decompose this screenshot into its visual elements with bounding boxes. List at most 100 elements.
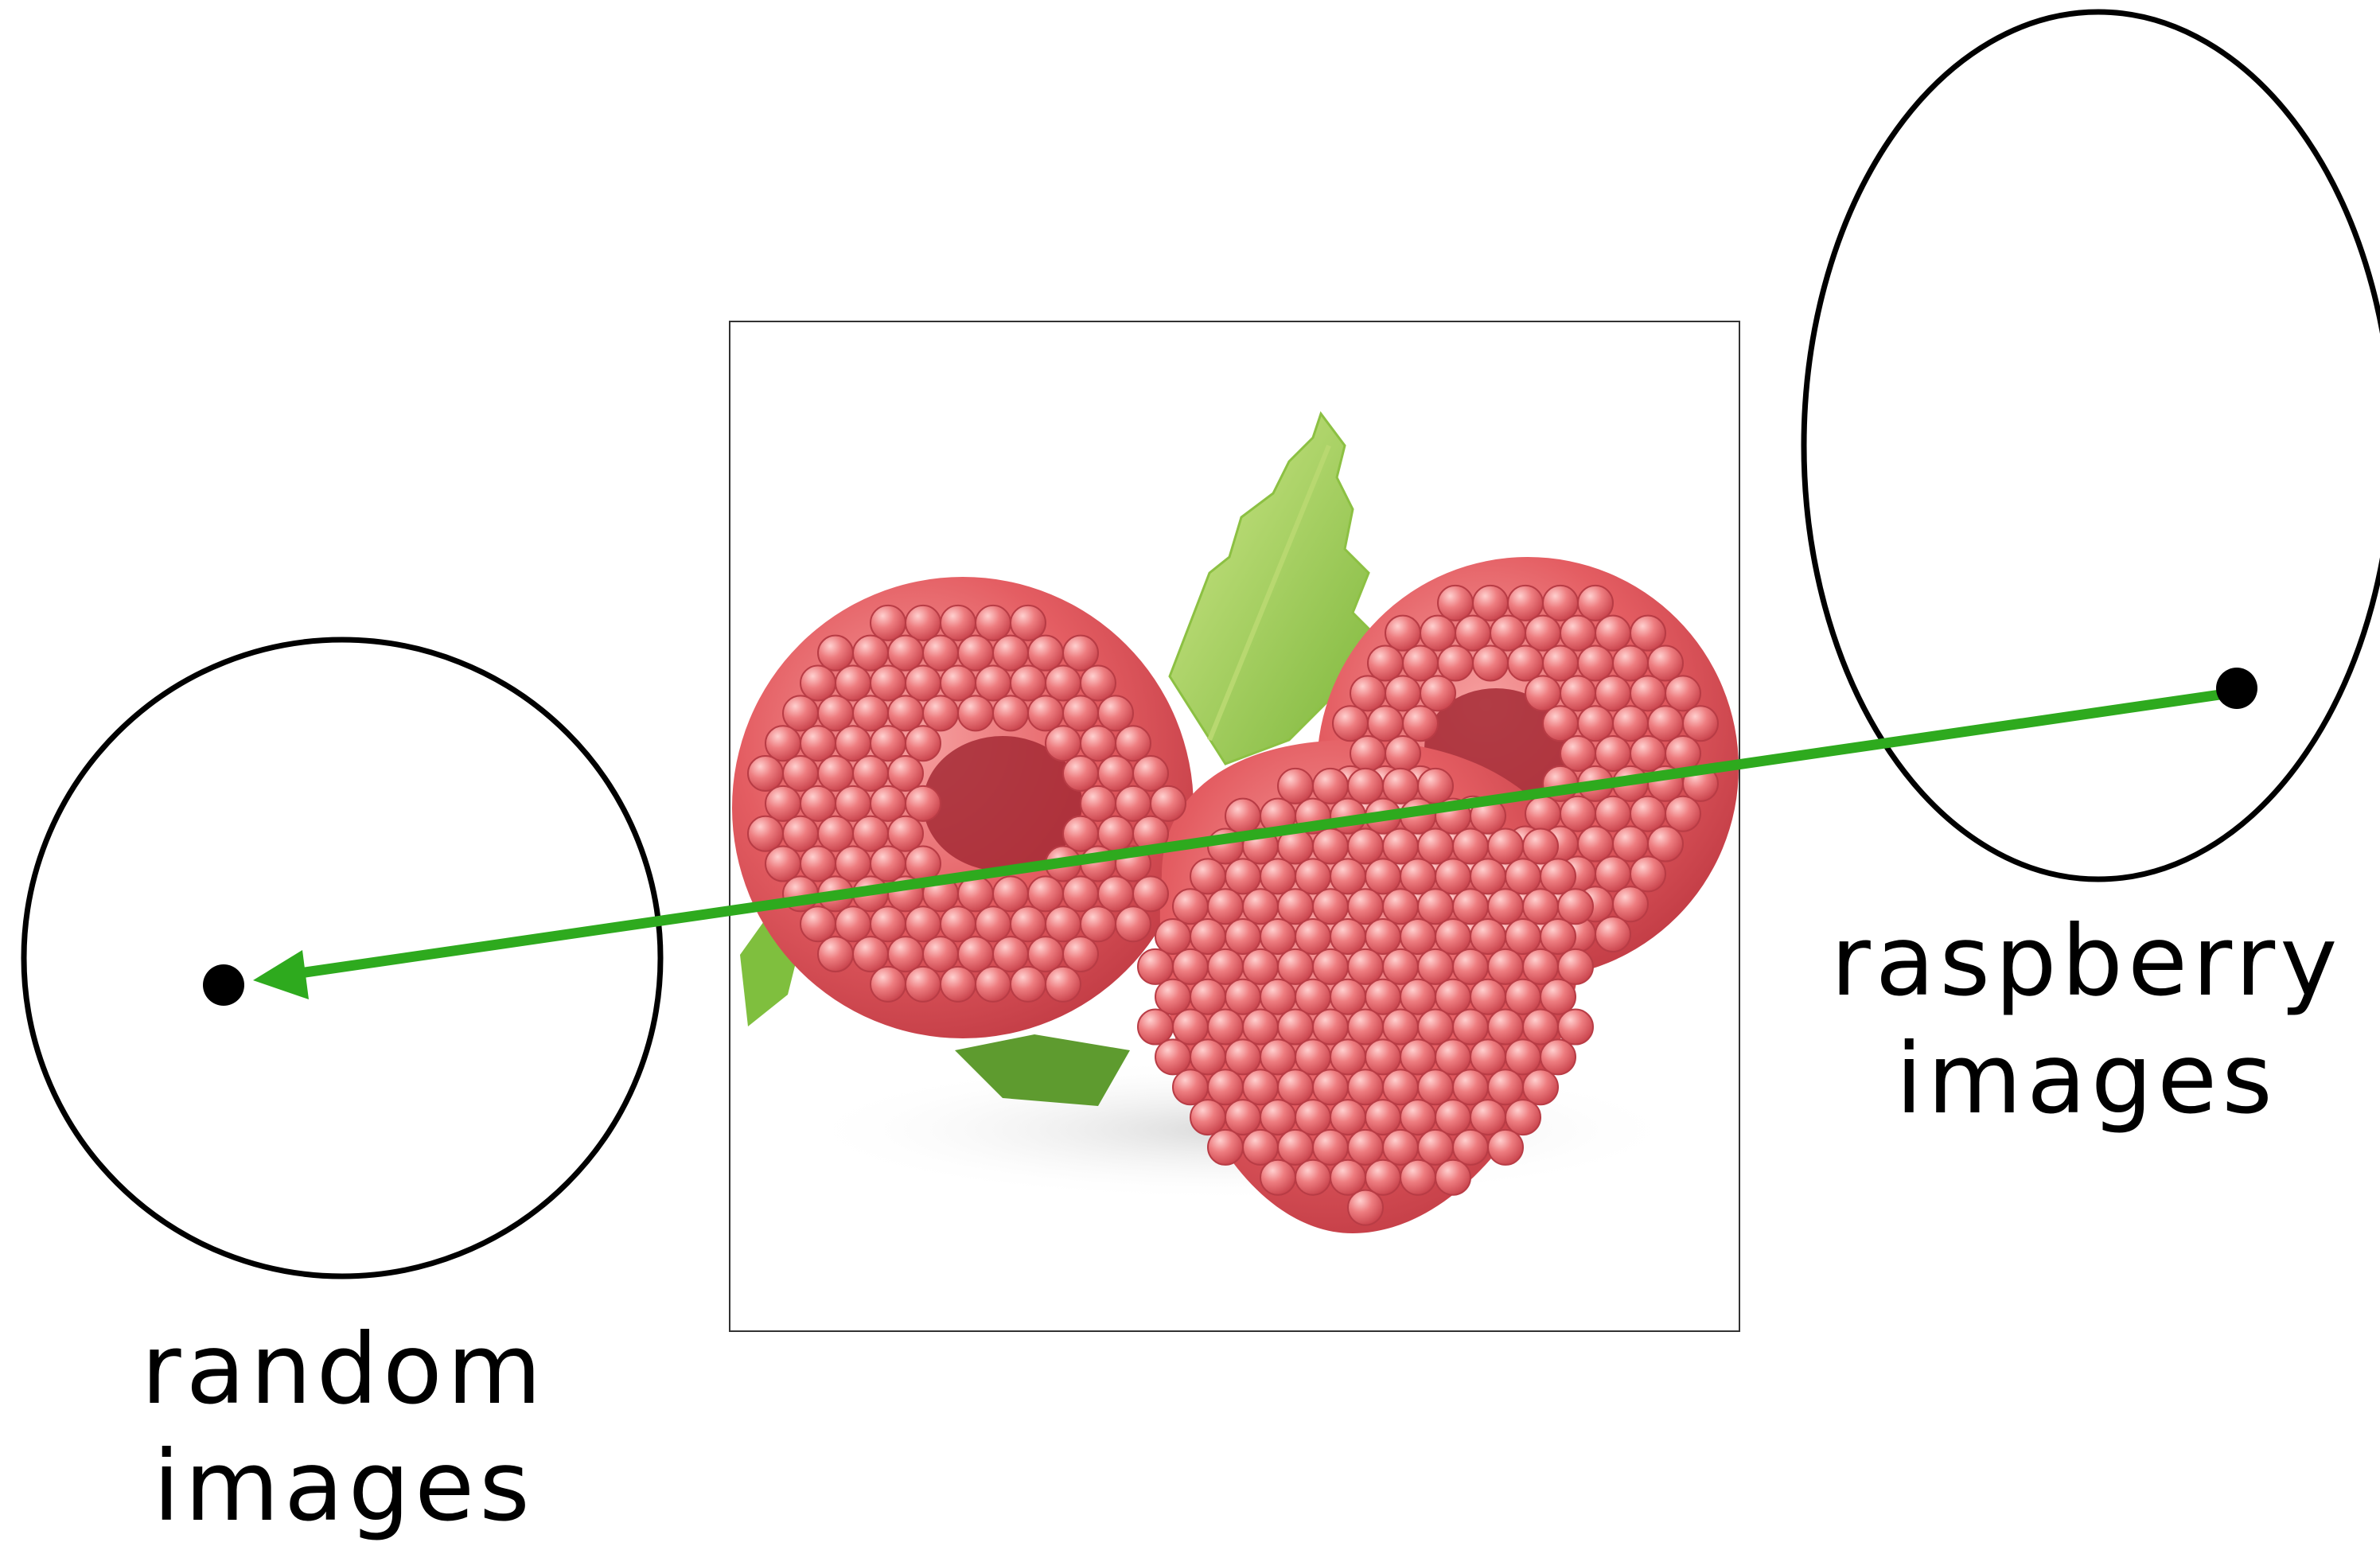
drupelet — [1330, 1100, 1365, 1135]
drupelet — [1438, 646, 1473, 681]
drupelet — [1011, 967, 1046, 1002]
drupelet — [1348, 1130, 1383, 1165]
drupelet — [800, 786, 836, 821]
drupelet — [1173, 889, 1208, 924]
drupelet — [1383, 1130, 1418, 1165]
drupelet — [1383, 889, 1418, 924]
drupelet — [1508, 646, 1543, 681]
drupelet — [1613, 886, 1648, 921]
drupelet — [1418, 1069, 1453, 1104]
drupelet — [1063, 756, 1098, 791]
drupelet — [993, 937, 1028, 972]
drupelet — [1116, 726, 1151, 761]
drupelet — [1116, 786, 1151, 821]
drupelet — [941, 606, 976, 641]
drupelet — [1313, 1069, 1348, 1104]
drupelet — [1400, 919, 1435, 954]
drupelet — [1330, 979, 1365, 1015]
drupelet — [1403, 706, 1438, 741]
drupelet — [1595, 856, 1630, 891]
drupelet — [1455, 616, 1490, 651]
drupelet — [1243, 949, 1278, 984]
drupelet — [765, 786, 800, 821]
drupelet — [1028, 695, 1063, 730]
drupelet — [976, 906, 1011, 941]
random-label-line2: images — [153, 1430, 535, 1543]
drupelet — [976, 606, 1011, 641]
drupelet — [1081, 786, 1116, 821]
drupelet — [1190, 859, 1225, 894]
drupelet — [1488, 1130, 1523, 1165]
drupelet — [1435, 1160, 1470, 1195]
drupelet — [853, 937, 888, 972]
drupelet — [1260, 1160, 1295, 1195]
drupelet — [1630, 676, 1665, 711]
drupelet — [1098, 695, 1133, 730]
drupelet — [1420, 676, 1455, 711]
drupelet — [1278, 1069, 1313, 1104]
drupelet — [1595, 676, 1630, 711]
drupelet — [1313, 949, 1348, 984]
drupelet — [1541, 859, 1576, 894]
drupelet — [906, 786, 941, 821]
drupelet — [1435, 979, 1470, 1015]
drupelet — [1523, 829, 1558, 864]
drupelet — [1243, 1069, 1278, 1104]
drupelet — [888, 756, 923, 791]
drupelet — [1648, 827, 1683, 862]
raspberry-label-line1: raspberry — [1831, 905, 2343, 1018]
raspberry-images-point — [2216, 668, 2257, 709]
drupelet — [1208, 889, 1243, 924]
drupelet — [1278, 769, 1313, 804]
drupelet — [1333, 706, 1368, 741]
drupelet — [1028, 876, 1063, 911]
drupelet — [1028, 636, 1063, 671]
drupelet — [748, 816, 783, 851]
drupelet — [1365, 1160, 1400, 1195]
drupelet — [1523, 1069, 1558, 1104]
drupelet — [1470, 1100, 1506, 1135]
drupelet — [1665, 676, 1700, 711]
drupelet — [1063, 876, 1098, 911]
drupelet — [818, 937, 853, 972]
drupelet — [1435, 919, 1470, 954]
drupelet — [1046, 906, 1081, 941]
drupelet — [906, 906, 941, 941]
drupelet — [1151, 786, 1186, 821]
drupelet — [1488, 1069, 1523, 1104]
drupelet — [1383, 1069, 1418, 1104]
drupelet — [1348, 829, 1383, 864]
drupelet — [1648, 646, 1683, 681]
drupelet — [1313, 889, 1348, 924]
drupelet — [748, 756, 783, 791]
drupelet — [1330, 859, 1365, 894]
drupelet — [765, 726, 800, 761]
drupelet — [1558, 889, 1593, 924]
drupelet — [1348, 1010, 1383, 1045]
drupelet — [993, 636, 1028, 671]
drupelet — [1260, 979, 1295, 1015]
drupelet — [1116, 906, 1151, 941]
drupelet — [1330, 919, 1365, 954]
drupelet — [1470, 979, 1506, 1015]
drupelet — [1225, 1039, 1260, 1074]
drupelet — [1133, 876, 1168, 911]
drupelet — [1418, 949, 1453, 984]
drupelet — [993, 695, 1028, 730]
drupelet — [1541, 919, 1576, 954]
drupelet — [1613, 706, 1648, 741]
drupelet — [800, 726, 836, 761]
drupelet — [906, 726, 941, 761]
drupelet — [1560, 796, 1595, 831]
drupelet — [1470, 919, 1506, 954]
drupelet — [836, 726, 871, 761]
drupelet — [1578, 586, 1613, 621]
drupelet — [1348, 949, 1383, 984]
drupelet — [1506, 1039, 1541, 1074]
drupelet — [1330, 1160, 1365, 1195]
drupelet — [871, 606, 906, 641]
random-label-line1: random — [141, 1313, 546, 1426]
drupelet — [958, 636, 993, 671]
drupelet — [1011, 666, 1046, 701]
